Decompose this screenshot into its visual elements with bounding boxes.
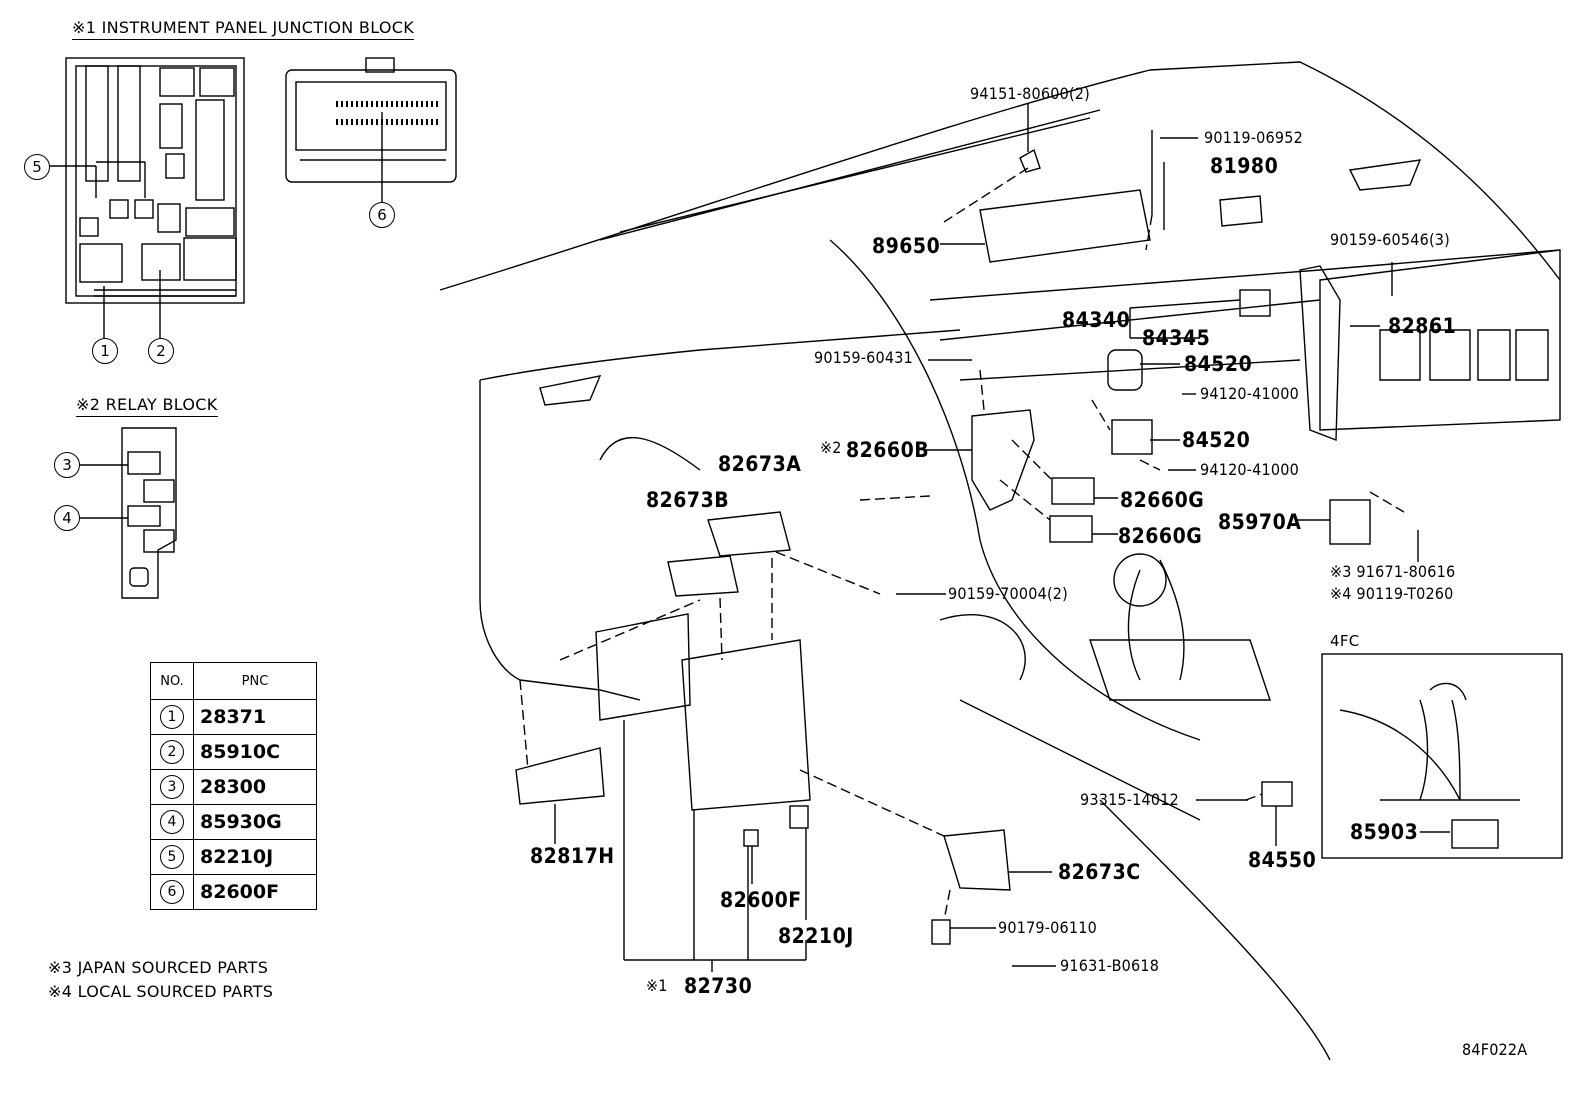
- part-label-85970a: 85970A: [1218, 510, 1302, 534]
- row-number: 3: [160, 775, 184, 799]
- table-header-no: NO.: [150, 662, 194, 700]
- part-label-82660g-lower: 82660G: [1118, 524, 1203, 548]
- dashboard-outline: [439, 61, 1561, 1061]
- row-pnc: 82600F: [193, 874, 317, 910]
- row-pnc: 85930G: [193, 804, 317, 840]
- row-pnc: 28300: [193, 769, 317, 805]
- part-label-90159-60546: 90159-60546(3): [1330, 230, 1450, 249]
- row-number: 6: [160, 880, 184, 904]
- component-shapes: [515, 148, 1371, 945]
- callout-6: 6: [369, 202, 395, 228]
- part-label-82730-prefix: ※1: [646, 976, 668, 995]
- callout-leaders: [48, 112, 383, 519]
- part-label-90159-70004: 90159-70004(2): [948, 584, 1068, 603]
- row-pnc: 85910C: [193, 734, 317, 770]
- part-label-84345: 84345: [1142, 326, 1211, 350]
- part-label-84340: 84340: [1062, 308, 1131, 332]
- part-leaders: [554, 104, 1450, 972]
- part-label-90159-60431: 90159-60431: [814, 348, 913, 367]
- part-label-82861: 82861: [1388, 314, 1457, 338]
- part-label-90119-06952: 90119-06952: [1204, 128, 1303, 147]
- part-label-90179-06110: 90179-06110: [998, 918, 1097, 937]
- part-label-82673a: 82673A: [718, 452, 802, 476]
- inset-title: 4FC: [1330, 632, 1360, 650]
- part-label-94151-80600: 94151-80600(2): [970, 84, 1090, 103]
- part-label-84550: 84550: [1248, 848, 1317, 872]
- callout-4: 4: [54, 505, 80, 531]
- relay-block-drawing: [121, 427, 177, 599]
- inset-4fc-frame: [1321, 653, 1563, 859]
- junction-block-connector-drawing: [285, 57, 457, 183]
- row-pnc: 82210J: [193, 839, 317, 875]
- row-number: 4: [160, 810, 184, 834]
- part-label-82600f: 82600F: [720, 888, 802, 912]
- table-row: 1 28371: [150, 699, 317, 735]
- part-label-82730: 82730: [684, 974, 753, 998]
- part-label-90119-t0260: ※4 90119-T0260: [1330, 584, 1454, 603]
- relay-block-heading: ※2 RELAY BLOCK: [76, 397, 218, 417]
- table-header-row: NO. PNC: [150, 662, 317, 700]
- part-label-82673c: 82673C: [1058, 860, 1141, 884]
- figure-code: 84F022A: [1462, 1040, 1528, 1059]
- part-label-84520-upper: 84520: [1184, 352, 1253, 376]
- table-row: 3 28300: [150, 769, 317, 805]
- part-label-82660b-prefix: ※2: [820, 438, 842, 457]
- note-local-sourced: ※4 LOCAL SOURCED PARTS: [48, 982, 274, 1001]
- row-number: 5: [160, 845, 184, 869]
- table-header-pnc: PNC: [193, 662, 317, 700]
- part-label-82660g-upper: 82660G: [1120, 488, 1205, 512]
- callout-1: 1: [92, 338, 118, 364]
- part-label-82660b: 82660B: [846, 438, 930, 462]
- row-number: 2: [160, 740, 184, 764]
- part-label-89650: 89650: [872, 234, 941, 258]
- row-number: 1: [160, 705, 184, 729]
- note-japan-sourced: ※3 JAPAN SOURCED PARTS: [48, 958, 269, 977]
- row-pnc: 28371: [193, 699, 317, 735]
- part-label-93315-14012: 93315-14012: [1080, 790, 1179, 809]
- table-row: 2 85910C: [150, 734, 317, 770]
- part-label-82210j: 82210J: [778, 924, 854, 948]
- callout-3: 3: [54, 452, 80, 478]
- part-label-94120-41000-upper: 94120-41000: [1200, 384, 1299, 403]
- part-label-82673b: 82673B: [646, 488, 730, 512]
- junction-block-drawing: [65, 57, 245, 304]
- part-label-85903: 85903: [1350, 820, 1419, 844]
- table-row: 4 85930G: [150, 804, 317, 840]
- table-row: 5 82210J: [150, 839, 317, 875]
- pnc-table: NO. PNC 1 28371 2 85910C 3 28300 4 85930…: [150, 662, 317, 910]
- part-label-91631-b0618: 91631-B0618: [1060, 956, 1160, 975]
- part-label-91671-80616: ※3 91671-80616: [1330, 562, 1456, 581]
- part-label-94120-41000-lower: 94120-41000: [1200, 460, 1299, 479]
- part-label-81980: 81980: [1210, 154, 1279, 178]
- callout-2: 2: [148, 338, 174, 364]
- part-label-82817h: 82817H: [530, 844, 615, 868]
- assembly-dashed-lines: [519, 167, 1405, 921]
- table-row: 6 82600F: [150, 874, 317, 910]
- junction-block-heading: ※1 INSTRUMENT PANEL JUNCTION BLOCK: [72, 20, 414, 40]
- callout-5: 5: [24, 154, 50, 180]
- part-label-84520-lower: 84520: [1182, 428, 1251, 452]
